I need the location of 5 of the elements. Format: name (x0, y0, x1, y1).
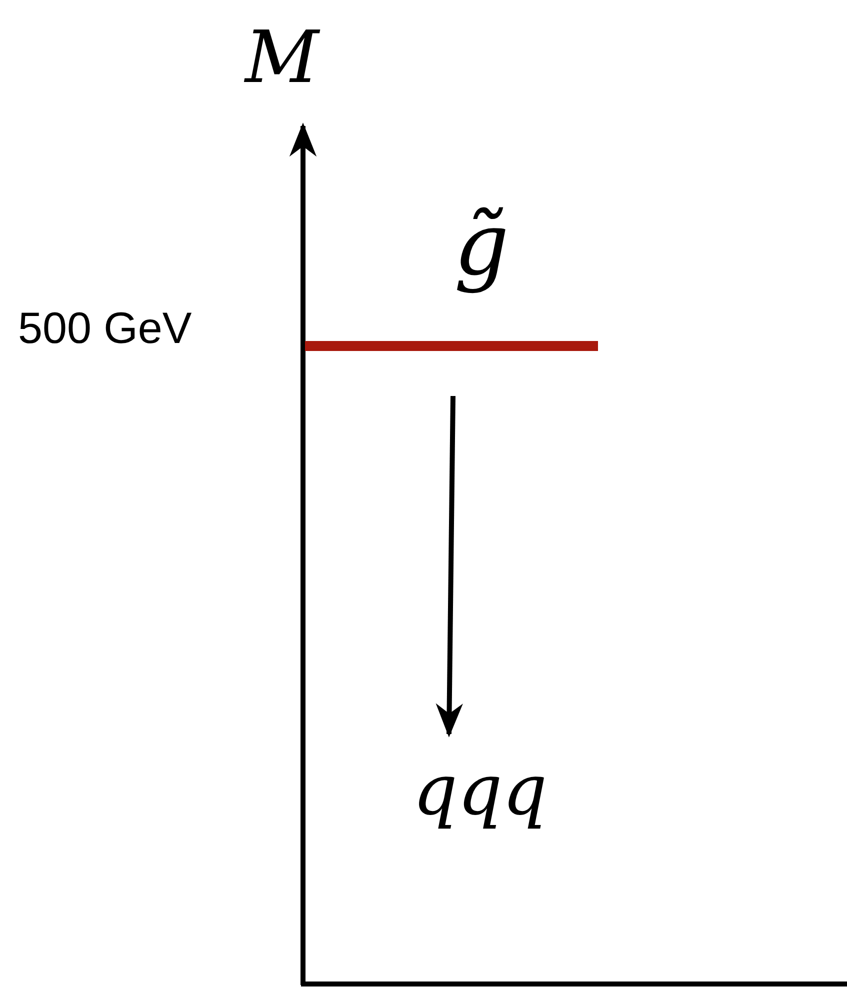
decay-products: qqq (390, 740, 570, 850)
axis-label: M (245, 18, 319, 98)
decay-arrow (436, 396, 463, 738)
tick-label: 500 GeV (18, 305, 192, 354)
particle-symbol: g̃ (452, 195, 510, 295)
